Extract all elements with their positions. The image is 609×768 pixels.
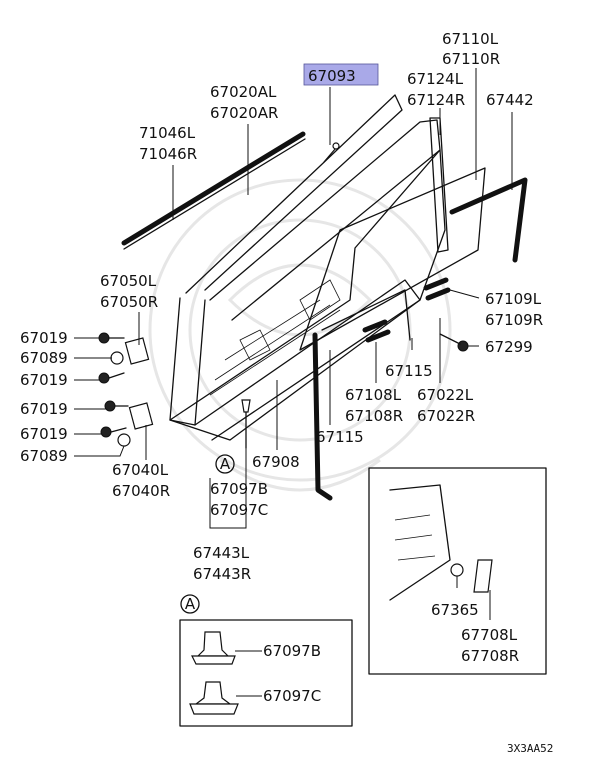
label-67115-a[interactable]: 67115 [385,362,433,380]
part-labels: 67093 67110L 67110R 67124L 67124R 67442 … [20,30,543,705]
label-67442[interactable]: 67442 [486,91,534,109]
label-67908[interactable]: 67908 [252,453,300,471]
label-67050r[interactable]: 67050R [100,293,158,311]
label-67019-a[interactable]: 67019 [20,329,68,347]
opening-weatherstrip [449,177,528,263]
watermark-emblem [148,178,452,492]
callout-a-letter: A [220,455,231,473]
inset-label-67097c[interactable]: 67097C [263,687,321,705]
label-71046l[interactable]: 71046L [139,124,196,142]
door-panel [169,149,446,441]
label-67022l[interactable]: 67022L [417,386,474,404]
label-67019-c[interactable]: 67019 [20,400,68,418]
callout-a-circle [215,454,235,474]
label-67050l[interactable]: 67050L [100,272,157,290]
diagram-code: 3X3AA52 [507,742,553,755]
highlight-box [303,63,379,86]
bolt-67299 [457,340,469,352]
label-67093[interactable]: 67093 [308,67,356,85]
label-67020ar[interactable]: 67020AR [210,104,278,122]
inset-detail-panel [368,467,547,675]
screw-67093 [323,147,337,163]
label-67708l[interactable]: 67708L [461,626,518,644]
label-67299[interactable]: 67299 [485,338,533,356]
lower-sash-run [312,332,333,501]
label-67110r[interactable]: 67110R [442,50,500,68]
door-glass [299,167,486,351]
upper-hinge [124,337,150,365]
label-67040l[interactable]: 67040L [112,461,169,479]
inset-label-67097b[interactable]: 67097B [263,642,321,660]
callout-a-inset-circle [180,594,200,614]
label-67443r[interactable]: 67443R [193,565,251,583]
label-67089-a[interactable]: 67089 [20,349,68,367]
label-67109l[interactable]: 67109L [485,290,542,308]
label-67124l[interactable]: 67124L [407,70,464,88]
label-67019-d[interactable]: 67019 [20,425,68,443]
label-67365[interactable]: 67365 [431,601,479,619]
callout-a-inset-letter: A [185,595,196,613]
label-67040r[interactable]: 67040R [112,482,170,500]
label-67108l[interactable]: 67108L [345,386,402,404]
clip-inset-panel [179,619,353,727]
label-67089-b[interactable]: 67089 [20,447,68,465]
door-frame-outer [185,94,403,294]
glass-run [209,119,441,321]
label-67022r[interactable]: 67022R [417,407,475,425]
label-67708r[interactable]: 67708R [461,647,519,665]
hinge-bolts [98,332,131,447]
label-67097b[interactable]: 67097B [210,480,268,498]
label-67019-b[interactable]: 67019 [20,371,68,389]
label-67110l[interactable]: 67110L [442,30,499,48]
label-67115-b[interactable]: 67115 [316,428,364,446]
label-67097c[interactable]: 67097C [210,501,268,519]
leader-lines [74,68,513,620]
door-assembly-drawing [98,94,528,501]
label-67124r[interactable]: 67124R [407,91,465,109]
rear-channel [429,117,449,253]
belt-molding [121,131,306,246]
label-71046r[interactable]: 71046R [139,145,197,163]
label-67109r[interactable]: 67109R [485,311,543,329]
label-67108r[interactable]: 67108R [345,407,403,425]
label-67443l[interactable]: 67443L [193,544,250,562]
lower-hinge [128,402,154,430]
label-67020al[interactable]: 67020AL [210,83,277,101]
